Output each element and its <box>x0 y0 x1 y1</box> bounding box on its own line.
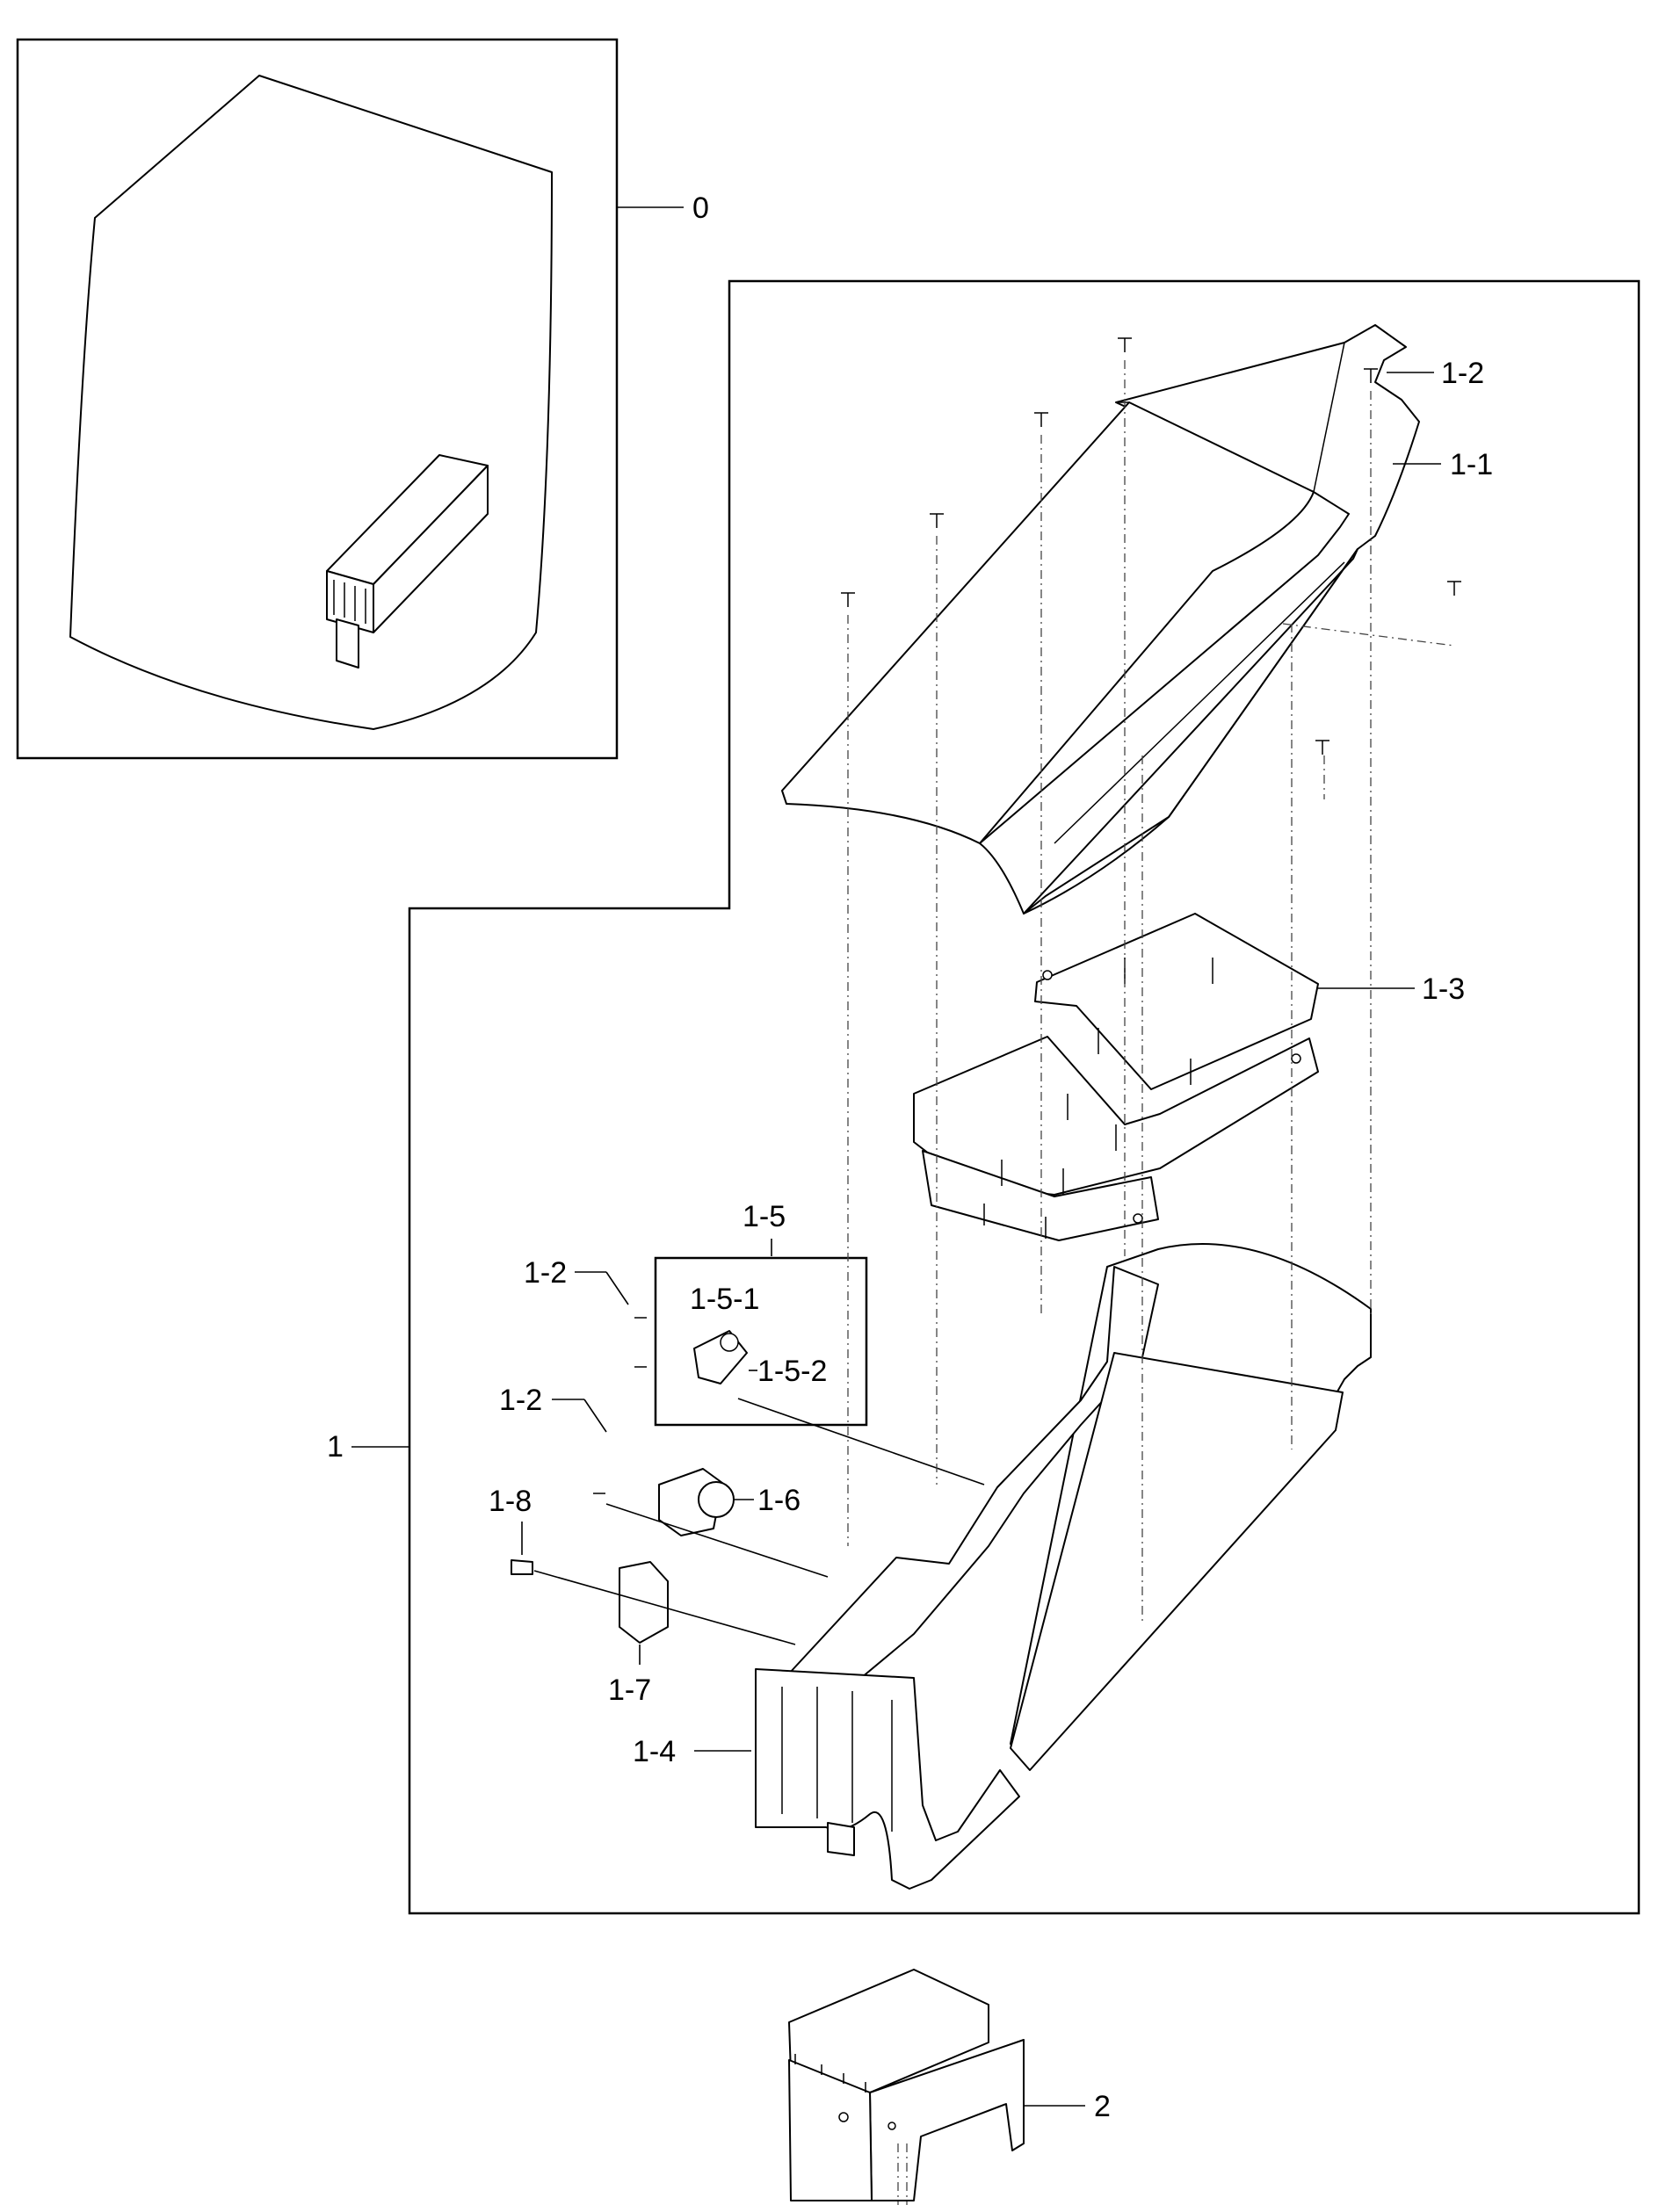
alignment-lines <box>847 360 1455 1621</box>
assembly-heater-thumbnail <box>326 454 489 669</box>
coil-terminals <box>983 958 1213 1239</box>
callout-1-5: 1-5 <box>743 1200 786 1233</box>
callout-1-8: 1-8 <box>489 1485 532 1518</box>
heater-assembly-frame: 1 <box>327 279 1641 1915</box>
callout-1-3: 1-3 <box>1422 972 1465 1006</box>
callout-1-4: 1-4 <box>633 1735 676 1768</box>
heater-cover-part <box>781 324 1420 914</box>
heater-housing-part <box>755 1243 1372 1890</box>
callout-1-1: 1-1 <box>1450 448 1493 481</box>
assembly-overview-panel: 0 <box>16 38 709 760</box>
thermostat-group: 1-5 1-5-1 1-5-2 <box>634 1200 985 1486</box>
coil-plate-part <box>913 913 1319 1241</box>
cover-screws <box>841 337 1461 755</box>
thermal-fuse-part <box>593 1468 829 1578</box>
callout-1-2-top: 1-2 <box>1441 357 1484 390</box>
callout-0: 0 <box>692 192 709 225</box>
callout-2: 2 <box>1094 2090 1111 2123</box>
small-screw <box>511 1559 533 1575</box>
callout-1-5-2: 1-5-2 <box>757 1355 827 1388</box>
callout-1-6: 1-6 <box>757 1484 801 1517</box>
callout-1-7: 1-7 <box>608 1673 651 1707</box>
thermistor-part <box>533 1561 796 1665</box>
callout-1-2-b: 1-2 <box>499 1384 542 1417</box>
callout-1: 1 <box>327 1430 344 1464</box>
mounting-bracket-part <box>788 1969 1025 2205</box>
callout-1-2-a: 1-2 <box>524 1256 567 1290</box>
callout-1-5-1: 1-5-1 <box>690 1283 759 1316</box>
